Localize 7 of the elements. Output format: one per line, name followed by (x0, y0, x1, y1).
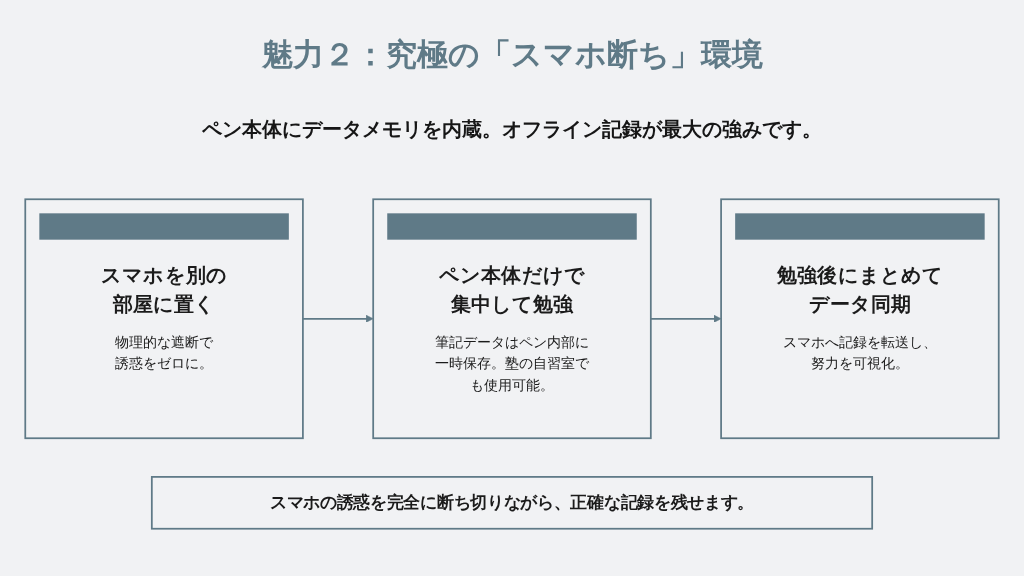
arrow (302, 314, 374, 323)
node-box: 勉強後にまとめてデータ同期 スマホへ記録を転送し、努力を可視化。 (720, 198, 1000, 440)
node-box: ペン本体だけで集中して勉強 筆記データはペン内部に一時保存。塾の自習室でも使用可能。 (372, 198, 652, 440)
title: 魅力２：究極の「スマホ断ち」環境 (260, 36, 764, 74)
node-box: スマホの誘惑を完全に断ち切りながら、正確な記録を残せます。 (150, 476, 874, 530)
node-box: スマホを別の部屋に置く 物理的な遮断で誘惑をゼロに。 (24, 198, 304, 440)
subtitle: ペン本体にデータメモリを内蔵。オフライン記録が最大の強みです。 (202, 117, 822, 142)
